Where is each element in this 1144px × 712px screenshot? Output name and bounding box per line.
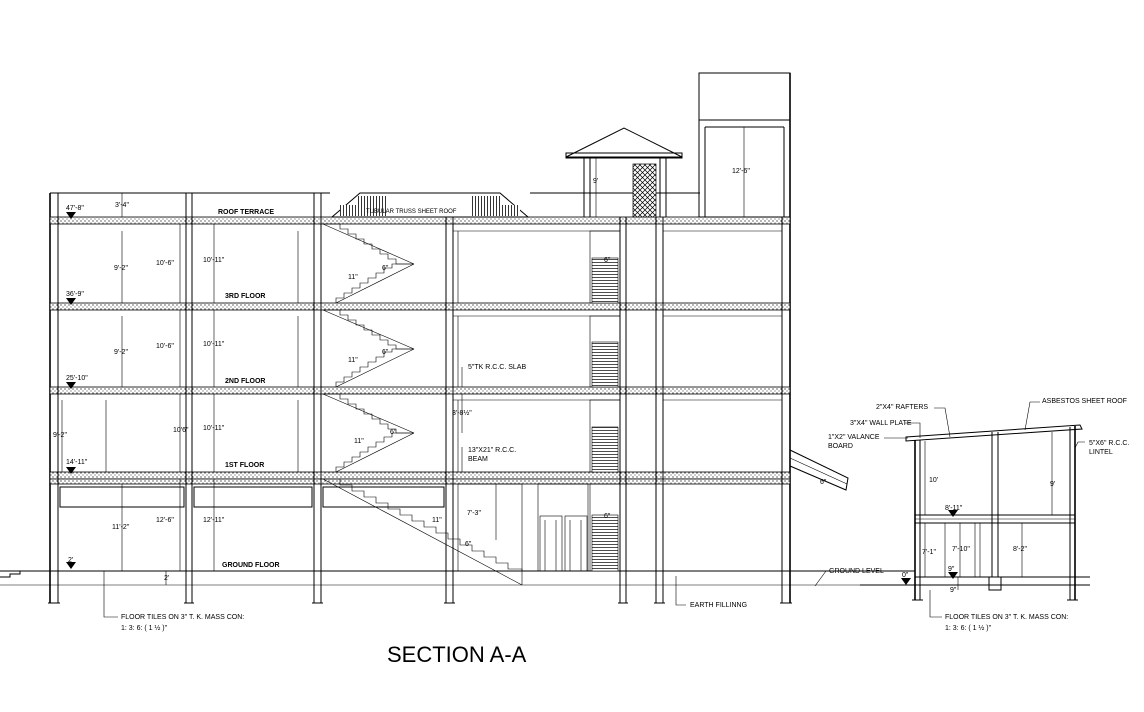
note-roof-truss: TUBULAR TRUSS SHEET ROOF [366, 209, 457, 215]
dim-1st-b: 10'6" [173, 427, 189, 434]
dim-ground-c: 12'-11" [203, 517, 225, 524]
dim-ground-b: 12'-6" [156, 517, 174, 524]
dim-annex-plinth: 9" [950, 587, 957, 594]
dim-3rd-b: 10'-6" [156, 260, 174, 267]
dim-stair-riser-2: 11" [348, 357, 358, 364]
dim-stair-tread-g: 6" [465, 541, 472, 548]
dim-stair-riser-g: 11" [432, 517, 442, 524]
dim-stair-riser-1: 11" [354, 438, 364, 445]
dim-door: 7'-3" [467, 510, 481, 517]
ramp [789, 449, 849, 491]
label-1st-floor: 1ST FLOOR [225, 462, 264, 469]
note-beam-1: 13"X21" R.C.C. [468, 447, 516, 454]
dim-stair-tread-3: 6" [382, 265, 389, 272]
note-beam-2: BEAM [468, 456, 488, 463]
dim-annex-door2: 7'-10" [952, 546, 970, 553]
third-floor-slab [49, 302, 791, 311]
level-ground: 2' [68, 557, 73, 564]
level-annex-ground: 0" [902, 572, 909, 579]
roof-slab [49, 216, 791, 225]
annex-building [860, 401, 1090, 618]
ventilator-kiosk [565, 127, 683, 218]
note-earth: EARTH FILLINNG [690, 602, 747, 609]
dim-annex-door1: 7'-1" [922, 549, 936, 556]
dim-tower: 12'-6" [732, 168, 750, 175]
dim-annex-sill: 9" [948, 566, 955, 573]
tank-tower [666, 72, 791, 218]
note-valance-1: 1"X2" VALANCE [828, 434, 880, 441]
dim-ground-a: 11'-2" [112, 524, 130, 531]
service-shaft [589, 230, 621, 572]
dim-ramp: 6" [820, 479, 827, 486]
dim-annex-upper: 10' [929, 477, 938, 484]
note-floor-tiles-1: FLOOR TILES ON 3" T. K. MASS CON: [121, 614, 244, 621]
level-first: 14'-11" [66, 459, 88, 466]
plinth-beam [49, 478, 791, 485]
first-floor-slab [49, 471, 791, 480]
label-ground-floor: GROUND FLOOR [222, 562, 280, 569]
dim-3rd-c: 10'-11" [203, 257, 225, 264]
leader-lines [103, 367, 832, 618]
dim-stair-tread-2: 6" [382, 349, 389, 356]
dim-2nd-a: 9'-2" [114, 349, 128, 356]
note-wall-plate: 3"X4" WALL PLATE [850, 420, 912, 427]
dim-2nd-c: 10'-11" [203, 341, 225, 348]
note-lintel-2: LINTEL [1089, 449, 1113, 456]
dim-1st-a: 9'-2" [53, 432, 67, 439]
dim-stair-tread-1: 6" [390, 429, 397, 436]
label-roof-terrace: ROOF TERRACE [218, 209, 274, 216]
note-rafters: 2"X4" RAFTERS [876, 404, 928, 411]
second-floor-slab [49, 386, 791, 395]
note-lintel-1: 5"X6" R.C.C. [1089, 440, 1129, 447]
level-third: 36'-9" [66, 291, 84, 298]
note-slab: 5"TK R.C.C. SLAB [468, 364, 526, 371]
note-asbestos: ASBESTOS SHEET ROOF [1042, 398, 1127, 405]
main-building [0, 72, 915, 618]
drawing-title: SECTION A-A [387, 642, 527, 667]
roof-truss [330, 192, 530, 218]
dim-landing: 3'-8½" [452, 409, 472, 417]
dim-annex-right: 9' [1050, 481, 1055, 488]
dim-2nd-b: 10'-6" [156, 343, 174, 350]
level-roof: 47'-8" [66, 205, 84, 212]
note-annex-tiles-1: FLOOR TILES ON 3" T. K. MASS CON: [945, 614, 1068, 621]
label-2nd-floor: 2ND FLOOR [225, 378, 265, 385]
dim-annex-plate: 8'-11" [945, 505, 963, 512]
level-second: 25'-10" [66, 375, 88, 382]
dim-plinth: 2' [164, 575, 169, 582]
dim-parapet: 3'-4" [115, 202, 129, 209]
note-ground-level: GROUND LEVEL [829, 568, 884, 575]
dim-1st-c: 10'-11" [203, 425, 225, 432]
note-annex-tiles-2: 1: 3: 6: ( 1 ½ )" [945, 624, 992, 632]
dim-vent: 9' [593, 178, 598, 185]
dim-shaft-a: 6" [604, 257, 611, 264]
level-markers [66, 212, 76, 569]
dim-shaft-b: 6" [604, 513, 611, 520]
ground-floor-doors [457, 483, 589, 572]
dimension-lines [61, 127, 745, 585]
main-staircase [322, 223, 523, 586]
dim-annex-door3: 8'-2" [1013, 546, 1027, 553]
label-3rd-floor: 3RD FLOOR [225, 293, 265, 300]
note-valance-2: BOARD [828, 443, 853, 450]
dim-3rd-a: 9'-2" [114, 265, 128, 272]
dim-stair-riser-3: 11" [348, 274, 358, 281]
note-floor-tiles-2: 1: 3: 6: ( 1 ½ )" [121, 624, 168, 632]
